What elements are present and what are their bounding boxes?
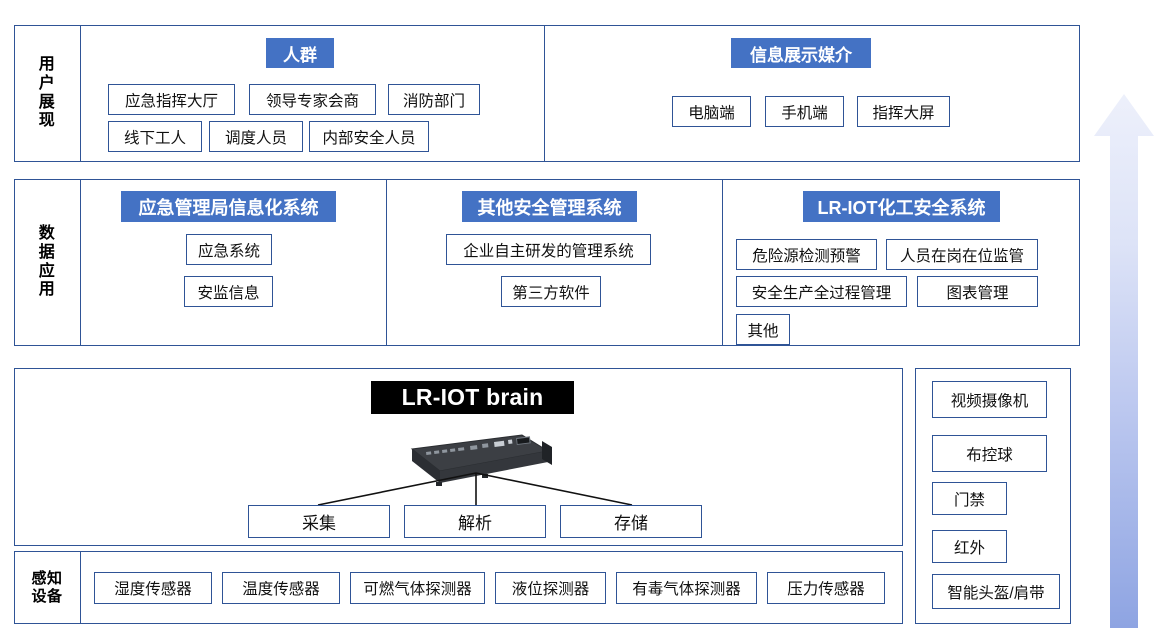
function-box-parse[interactable]: 解析 bbox=[404, 505, 546, 538]
item-leader-expert-consult[interactable]: 领导专家会商 bbox=[249, 84, 376, 115]
function-box-storage[interactable]: 存储 bbox=[560, 505, 702, 538]
item-hazard-detection-warning[interactable]: 危险源检测预警 bbox=[736, 239, 877, 270]
item-third-party-software[interactable]: 第三方软件 bbox=[501, 276, 601, 307]
upward-flow-arrow bbox=[1094, 94, 1154, 628]
layer-label-char: 据 bbox=[38, 243, 56, 261]
layer-label-char: 设备 bbox=[31, 587, 63, 605]
layer-label-char: 用 bbox=[38, 281, 56, 299]
layer-label-char: 数 bbox=[38, 224, 56, 242]
device-infrared[interactable]: 红外 bbox=[932, 530, 1007, 563]
device-video-camera[interactable]: 视频摄像机 bbox=[932, 381, 1047, 418]
device-access-control[interactable]: 门禁 bbox=[932, 482, 1007, 515]
group-badge-lr-iot-chem: LR-IOT化工安全系统 bbox=[803, 191, 1000, 222]
item-chart-management[interactable]: 图表管理 bbox=[917, 276, 1038, 307]
item-dispatcher[interactable]: 调度人员 bbox=[209, 121, 303, 152]
item-offline-worker[interactable]: 线下工人 bbox=[108, 121, 202, 152]
sensor-temperature[interactable]: 温度传感器 bbox=[222, 572, 340, 604]
group-badge-other-safety: 其他安全管理系统 bbox=[462, 191, 637, 222]
item-self-developed-system[interactable]: 企业自主研发的管理系统 bbox=[446, 234, 651, 265]
presentation-group-divider bbox=[544, 25, 545, 162]
item-personnel-onpost-supervision[interactable]: 人员在岗在位监管 bbox=[886, 239, 1038, 270]
item-emergency-system[interactable]: 应急系统 bbox=[186, 234, 272, 265]
data-application-divider-1 bbox=[386, 179, 387, 346]
group-badge-display-media: 信息展示媒介 bbox=[731, 38, 871, 68]
item-other[interactable]: 其他 bbox=[736, 314, 790, 345]
item-safe-production-process-mgmt[interactable]: 安全生产全过程管理 bbox=[736, 276, 907, 307]
item-emergency-command-hall[interactable]: 应急指挥大厅 bbox=[108, 84, 235, 115]
layer-label-presentation: 用 户 展 现 bbox=[14, 25, 80, 162]
item-command-big-screen[interactable]: 指挥大屏 bbox=[857, 96, 950, 127]
device-ptz-ball[interactable]: 布控球 bbox=[932, 435, 1047, 472]
sensor-toxic-gas[interactable]: 有毒气体探测器 bbox=[616, 572, 757, 604]
brain-title-bar: LR-IOT brain bbox=[371, 381, 574, 414]
layer-label-perception: 感知 设备 bbox=[14, 551, 80, 624]
layer-label-char: 户 bbox=[38, 74, 56, 92]
item-mobile-terminal[interactable]: 手机端 bbox=[765, 96, 844, 127]
data-application-divider-2 bbox=[722, 179, 723, 346]
layer-label-data-application: 数 据 应 用 bbox=[14, 179, 80, 346]
layer-label-char: 应 bbox=[38, 262, 56, 280]
group-badge-crowd: 人群 bbox=[266, 38, 334, 68]
item-internal-safety-staff[interactable]: 内部安全人员 bbox=[309, 121, 429, 152]
group-badge-emergency-bureau: 应急管理局信息化系统 bbox=[121, 191, 336, 222]
item-safety-supervision-info[interactable]: 安监信息 bbox=[184, 276, 273, 307]
function-box-collect[interactable]: 采集 bbox=[248, 505, 390, 538]
layer-label-char: 用 bbox=[38, 55, 56, 73]
layer-label-char: 感知 bbox=[31, 569, 63, 587]
sensor-liquid-level[interactable]: 液位探测器 bbox=[495, 572, 606, 604]
item-fire-department[interactable]: 消防部门 bbox=[388, 84, 480, 115]
sensor-combustible-gas[interactable]: 可燃气体探测器 bbox=[350, 572, 485, 604]
layer-label-char: 现 bbox=[38, 112, 56, 130]
sensor-pressure[interactable]: 压力传感器 bbox=[767, 572, 885, 604]
rack-server-icon bbox=[410, 434, 552, 486]
item-pc-terminal[interactable]: 电脑端 bbox=[672, 96, 751, 127]
device-smart-helmet-strap[interactable]: 智能头盔/肩带 bbox=[932, 574, 1060, 609]
layer-label-char: 展 bbox=[38, 93, 56, 111]
sensor-humidity[interactable]: 湿度传感器 bbox=[94, 572, 212, 604]
data-application-label-divider bbox=[80, 179, 81, 346]
presentation-label-divider bbox=[80, 25, 81, 162]
perception-label-divider bbox=[80, 551, 81, 624]
